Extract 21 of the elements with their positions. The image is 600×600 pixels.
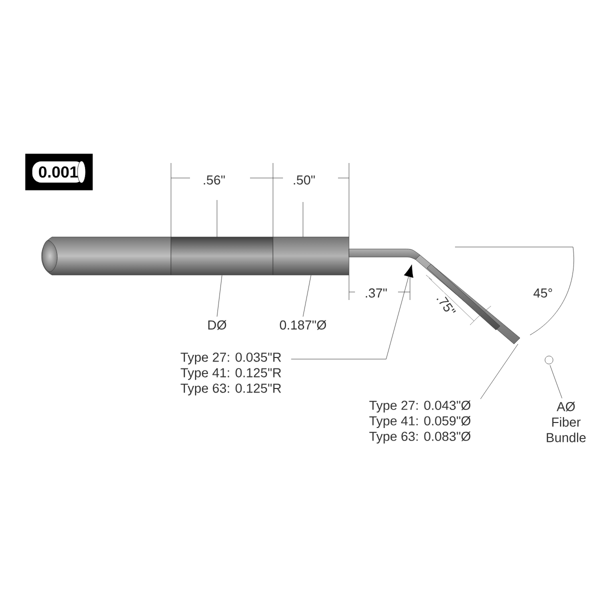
dimension-label: .75" <box>434 292 458 318</box>
leader-line <box>302 275 312 317</box>
dimension-label: .50" <box>292 174 316 186</box>
wire-tip-drawing <box>415 254 520 344</box>
radius-note: Type 27: 0.035"R Type 41: 0.125"R Type 63: 0.125"R <box>180 352 281 396</box>
diameter-label: 0.187"Ø <box>280 320 326 330</box>
diameter-note: Type 27: 0.043"Ø Type 41: 0.059"Ø Type 63: 0.083"Ø <box>369 400 471 444</box>
fiber-bundle-icon <box>544 356 554 364</box>
dimension-label: .37" <box>364 287 388 299</box>
dimension-label: 45° <box>532 287 554 299</box>
leader-line <box>216 275 222 317</box>
diameter-label: DØ <box>208 320 226 330</box>
tube-section <box>272 236 350 276</box>
leader-line <box>290 264 414 360</box>
fiber-label: AØ Fiber Bundle <box>546 402 586 442</box>
leader-line <box>550 365 562 398</box>
leader-line <box>480 344 518 400</box>
tube-section <box>170 236 274 276</box>
dimension-label: .56" <box>202 174 226 186</box>
wire-bend-drawing <box>348 248 420 260</box>
scale-badge: 0.001 <box>25 154 93 190</box>
